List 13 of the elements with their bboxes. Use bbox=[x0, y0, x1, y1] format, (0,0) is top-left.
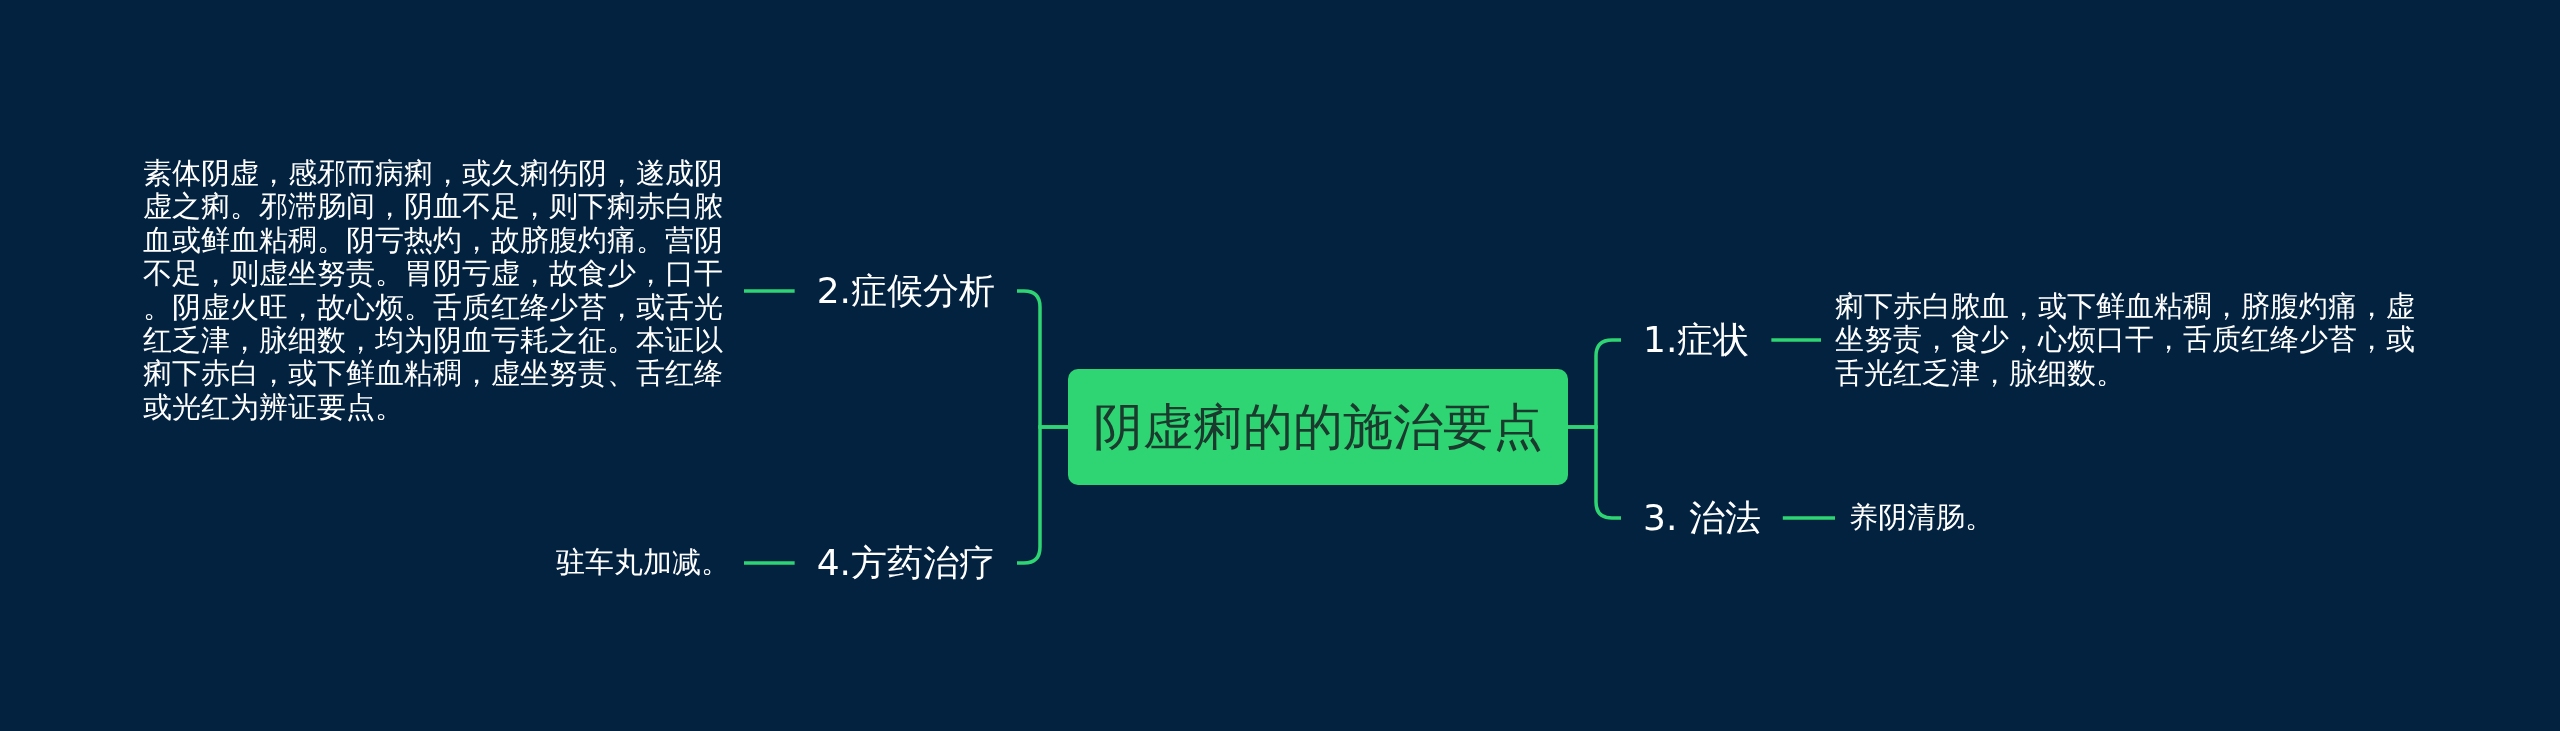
note-text: 痢下赤白脓血，或下鲜血粘稠，脐腹灼痛，虚坐努责，食少，心烦口干，舌质红绛少苔，或舌光红乏津，脉细数。 bbox=[1821, 289, 2436, 391]
connector-line bbox=[744, 289, 795, 293]
root-box: 阴虚痢的的施治要点 bbox=[1068, 369, 1568, 485]
connector-line bbox=[744, 561, 795, 565]
topic-text: 4.方药治疗 bbox=[794, 541, 1017, 585]
connector-line bbox=[1782, 516, 1835, 520]
topic-text: 2.症候分析 bbox=[794, 269, 1017, 313]
topic-text: 3. 治法 bbox=[1621, 496, 1783, 540]
note-text: 养阴清肠。 bbox=[1835, 501, 2008, 535]
connector-line bbox=[1771, 338, 1821, 342]
topic-text: 1.症状 bbox=[1621, 318, 1772, 362]
note-text: 素体阴虚，感邪而病痢，或久痢伤阴，遂成阴虚之痢。邪滞肠间，阴血不足，则下痢赤白脓血或鲜血粘稠。阴亏热灼，故脐腹灼痛。营阴不足，则虚坐努责。胃阴亏虚，故食少，口干。阴虚火旺，故心烦。舌质红绛少苔，或舌光红乏津，脉细数，均为阴血亏耗之征。本证以痢下赤白，或下鲜血粘稠，虚坐努责、舌红绛或光红为辨证要点。 bbox=[129, 157, 744, 425]
note-text: 驻车丸加减。 bbox=[542, 546, 744, 580]
